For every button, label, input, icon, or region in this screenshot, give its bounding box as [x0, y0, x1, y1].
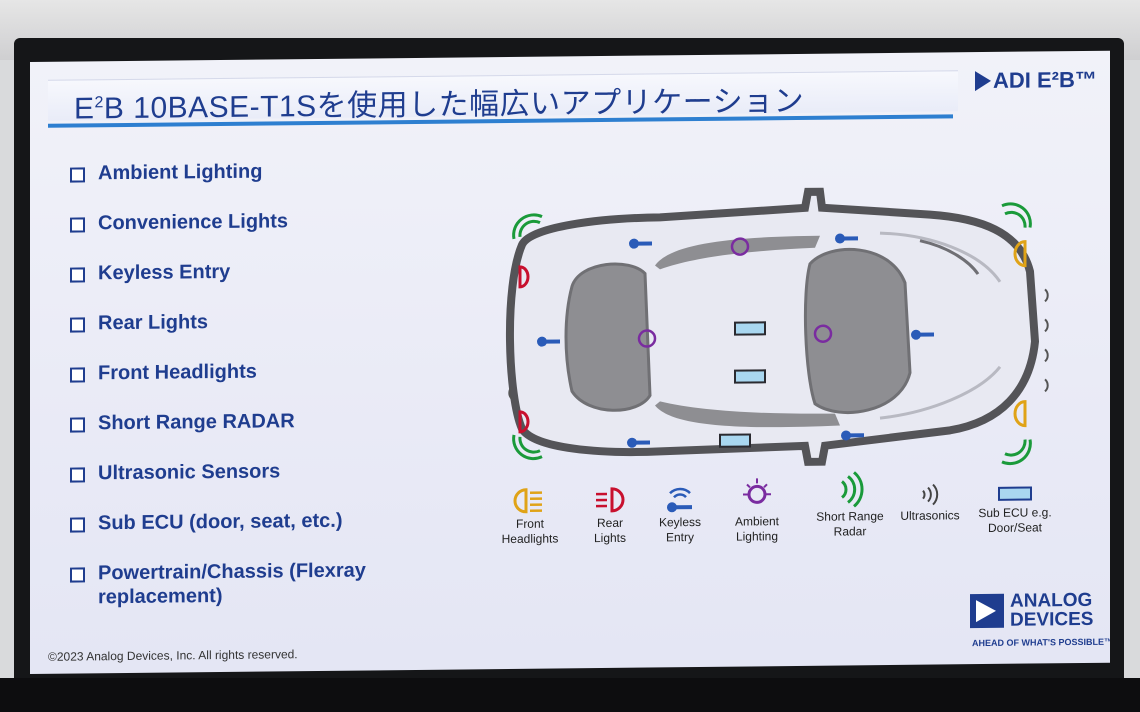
rear-light-icon [518, 265, 530, 434]
sub-ecu-icon [734, 321, 766, 336]
list-item: Sub ECU (door, seat, etc.) [70, 508, 430, 536]
headlight-icon [1013, 240, 1027, 428]
list-item: Rear Lights [70, 308, 430, 336]
bulb-icon [743, 478, 771, 504]
adi-tagline: AHEAD OF WHAT'S POSSIBLE™ [972, 636, 1110, 649]
rear-light-icon [596, 487, 625, 513]
slide-screen: E2B 10BASE-T1Sを使用した幅広いアプリケーション ADI E²B™ … [30, 50, 1110, 674]
radar-icon [840, 471, 864, 508]
key-wifi-icon [537, 233, 934, 448]
legend-item-sub-ecu: Sub ECU e.g.Door/Seat [970, 483, 1060, 536]
bulb-icon [637, 237, 833, 348]
checkbox-icon [70, 517, 85, 533]
list-item: Powertrain/Chassis (Flexray replacement) [70, 558, 430, 610]
list-item: Keyless Entry [70, 258, 430, 286]
hood-line [919, 239, 980, 275]
application-list: Ambient Lighting Convenience Lights Keyl… [70, 158, 430, 636]
adi-e2b-logo: ADI E²B™ [975, 67, 1097, 94]
door-panel-bottom [655, 401, 840, 428]
ultrasonic-icon [922, 483, 939, 506]
checkbox-icon [70, 167, 85, 183]
hood-line [879, 365, 1002, 420]
rear-seat [564, 262, 652, 412]
list-item: Ambient Lighting [70, 158, 430, 186]
checkbox-icon [70, 217, 85, 233]
sub-ecu-icon [734, 369, 766, 384]
legend-item-ultrasonics: Ultrasonics [895, 482, 965, 524]
list-item: Front Headlights [70, 358, 430, 386]
ultrasonic-icon [508, 288, 1049, 400]
headlight-icon [513, 488, 542, 514]
front-seat [803, 247, 912, 415]
taskbar-strip [0, 684, 260, 712]
sub-ecu-icon [998, 486, 1032, 501]
adi-triangle-icon [970, 593, 1004, 629]
checkbox-icon [70, 267, 85, 283]
key-wifi-icon [667, 487, 692, 513]
checkbox-icon [70, 417, 85, 433]
copyright-text: ©2023 Analog Devices, Inc. All rights re… [48, 647, 298, 664]
checkbox-icon [70, 367, 85, 383]
radar-icon [512, 202, 1032, 466]
list-item: Ultrasonic Sensors [70, 458, 430, 486]
list-item: Short Range RADAR [70, 408, 430, 436]
checkbox-icon [70, 467, 85, 483]
car-topview-diagram [506, 187, 1049, 466]
sub-ecu-icon [719, 433, 751, 448]
checkbox-icon [70, 317, 85, 333]
list-item: Convenience Lights [70, 208, 430, 236]
hood-line [879, 231, 1002, 283]
monitor-bezel-bottom [0, 678, 1140, 712]
door-panel-top [655, 235, 820, 270]
checkbox-icon [70, 567, 85, 583]
